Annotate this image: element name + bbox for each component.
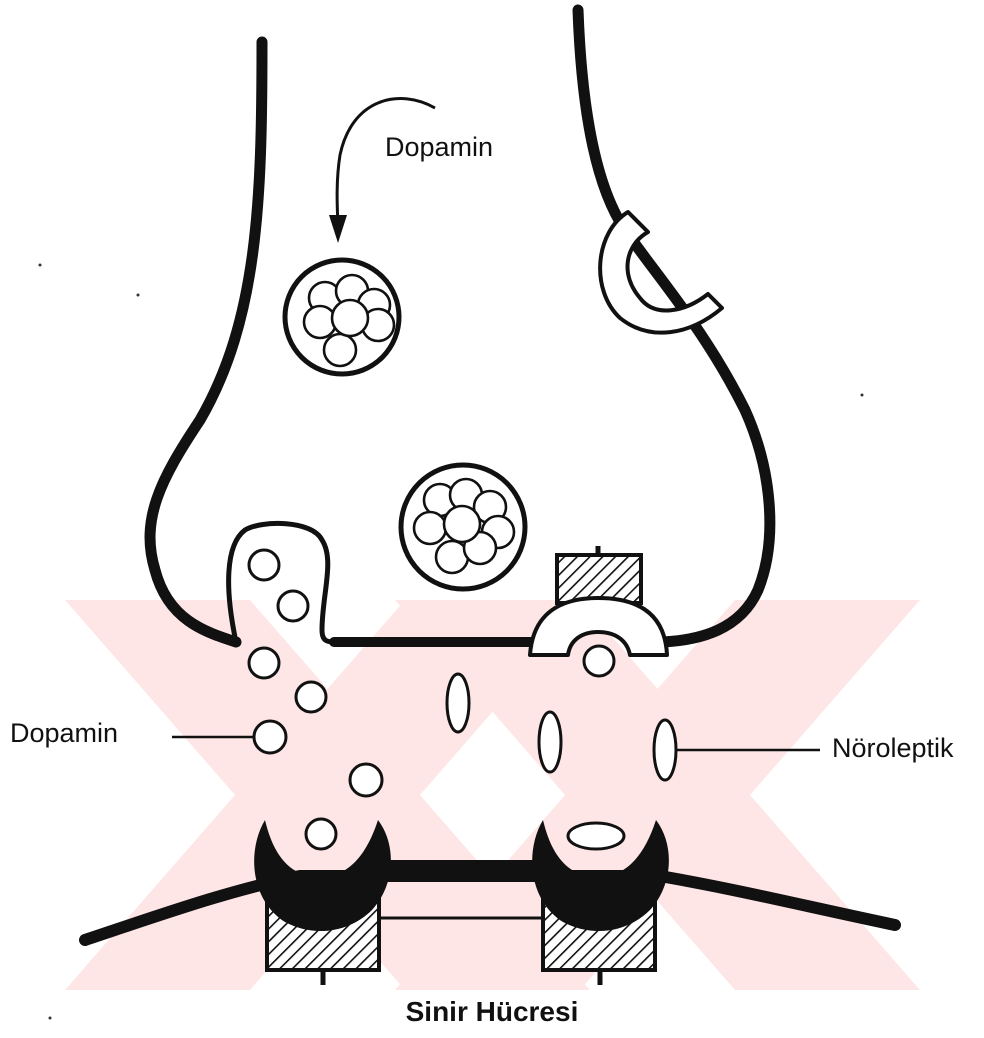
label-dopamine-top: Dopamin [385, 134, 493, 161]
diagram-caption: Sinir Hücresi [0, 998, 984, 1026]
dopamine-arrow [329, 99, 435, 243]
synaptic-vesicle-icon [401, 465, 525, 589]
hatched-block-icon [557, 555, 641, 603]
label-neuroleptic: Nöroleptik [832, 735, 954, 762]
presynaptic-receptor [530, 546, 667, 676]
axon-left-wall [150, 42, 262, 642]
watermark [65, 600, 920, 990]
synaptic-vesicle-icon [285, 260, 399, 374]
label-dopamine-left: Dopamin [10, 720, 118, 747]
